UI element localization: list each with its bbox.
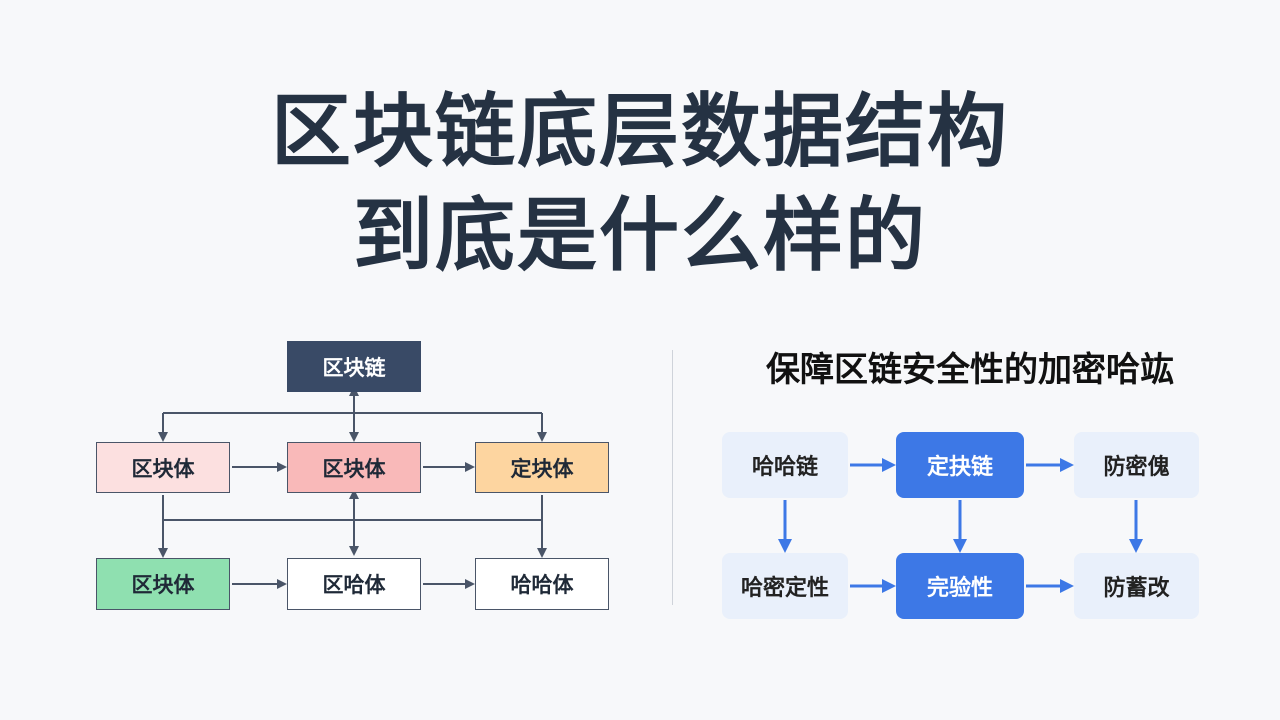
right-node-row1-col1: 哈哈链 (722, 432, 848, 498)
section-divider (672, 350, 673, 605)
node-row2-col2: 区哈体 (287, 558, 421, 610)
right-arrows (778, 458, 1143, 593)
right-diagram-title: 保障区链安全性的加密哈竑 (766, 350, 1174, 390)
node-row1-col1: 区块体 (96, 442, 230, 493)
left-middle-bus (158, 489, 547, 558)
node-row2-col1: 区块体 (96, 558, 230, 610)
right-node-row2-col2: 完验性 (896, 553, 1024, 619)
right-node-row1-col2: 定抉链 (896, 432, 1024, 498)
right-node-row2-col3: 防蓄改 (1074, 553, 1199, 619)
node-row2-col3: 哈哈体 (475, 558, 609, 610)
right-node-row2-col1: 哈密定性 (722, 553, 848, 619)
right-node-row1-col3: 防密傀 (1074, 432, 1199, 498)
node-row1-col3: 定块体 (475, 442, 609, 493)
node-blockchain: 区块链 (287, 341, 421, 392)
main-title-line-2: 到底是什么样的 (353, 189, 927, 282)
node-row1-col2: 区块体 (287, 442, 421, 493)
left-top-bus (158, 386, 547, 442)
main-title-line-1: 区块链底层数据结构 (271, 85, 1009, 178)
